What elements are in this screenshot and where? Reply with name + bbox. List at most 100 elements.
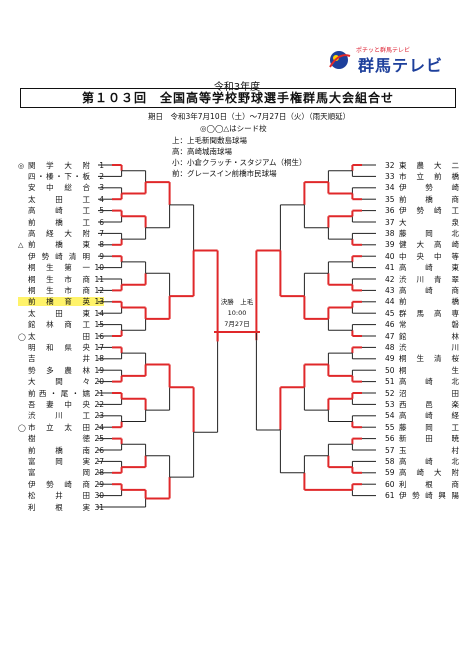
team-name: 高崎大附 <box>399 468 459 478</box>
team-number: 51 <box>385 377 395 387</box>
team-name: 高崎東 <box>399 263 459 273</box>
team-name: 利根実 <box>28 502 90 512</box>
team-number: 37 <box>385 217 395 227</box>
team-name: 前橋東 <box>28 240 90 250</box>
team-name: 桐生第一 <box>28 263 90 273</box>
team-entry: 39 健大高崎 <box>385 240 459 249</box>
team-number: 33 <box>385 171 395 181</box>
team-number: 39 <box>385 240 395 250</box>
team-name: 四・榛・下・板 <box>28 171 90 181</box>
team-entry: 41 高崎東 <box>385 263 459 272</box>
venue-4: 前：グレースイン前橋市民球場 <box>172 169 277 178</box>
team-number: 59 <box>385 468 395 478</box>
team-name: 高崎商 <box>399 285 459 295</box>
team-number: 57 <box>385 445 395 455</box>
team-entry: 58 高崎北 <box>385 457 459 466</box>
team-name: 健大高崎 <box>399 240 459 250</box>
team-name: 吾妻中央 <box>28 399 90 409</box>
era-label: 令和3年度 <box>213 82 261 93</box>
team-name: 高崎北 <box>399 456 459 466</box>
venue-1: 上：上毛新聞敷島球場 <box>172 136 247 145</box>
seed-note: ◎◯◯△はシード校 <box>200 124 267 133</box>
logo-tagline: ポチッと群馬テレビ <box>356 47 411 54</box>
team-entry: 61 伊勢崎興陽 <box>385 491 459 500</box>
venue-3: 小：小倉クラッチ・スタジアム（桐生） <box>172 158 307 167</box>
team-number: 60 <box>385 479 395 489</box>
team-name: 中央中等 <box>399 251 459 261</box>
team-name: 渋川 <box>399 342 459 352</box>
team-number: 43 <box>385 285 395 295</box>
team-name: 高経大附 <box>28 228 90 238</box>
team-name: 富岡実 <box>28 456 90 466</box>
team-name: 渋川青翠 <box>399 274 459 284</box>
team-number: 50 <box>385 365 395 375</box>
team-name: 前橋工 <box>28 217 90 227</box>
team-name: 市立前橋 <box>399 171 459 181</box>
team-number: 53 <box>385 399 395 409</box>
team-name: 東農大二 <box>399 160 459 170</box>
team-name: 桐生市商 <box>28 285 90 295</box>
final-date: 7月27日 <box>224 320 250 328</box>
team-name: 前橋 <box>399 297 459 307</box>
team-name: 藤岡工 <box>399 422 459 432</box>
team-entry: 32 東農大二 <box>385 161 459 170</box>
tournament-period: 期日 令和3年7月10日（土）～7月27日（火）（雨天順延） <box>148 112 351 121</box>
team-entry: 38 藤岡北 <box>385 229 459 238</box>
team-number: 58 <box>385 456 395 466</box>
final-label: 決勝 上毛 <box>220 298 254 306</box>
team-number: 32 <box>385 160 395 170</box>
team-name: 高崎工 <box>28 206 90 216</box>
team-name: 前橋育英 <box>28 297 90 307</box>
team-name: 太田 <box>28 331 90 341</box>
team-name: 藤岡北 <box>399 228 459 238</box>
team-name: 伊勢崎清明 <box>28 251 90 261</box>
logo-name: 群馬テレビ <box>358 56 444 75</box>
team-name: 樹徳 <box>28 434 90 444</box>
team-name: 太田東 <box>28 308 90 318</box>
team-name: 沼田 <box>399 388 459 398</box>
team-name: 前橋南 <box>28 445 90 455</box>
team-name: 前西・尾・嬬 <box>28 388 90 398</box>
team-number: 45 <box>385 308 395 318</box>
final-time: 10:00 <box>227 309 247 317</box>
team-name: 太田工 <box>28 194 90 204</box>
team-name: 松井田 <box>28 491 90 501</box>
team-name: 渋川工 <box>28 411 90 421</box>
team-number: 44 <box>385 297 395 307</box>
team-name: 伊勢崎 <box>399 183 459 193</box>
team-number: 61 <box>385 491 395 501</box>
team-entry: 44 前橋 <box>385 297 459 306</box>
team-entry: 42 渋川青翠 <box>385 275 459 284</box>
team-number: 34 <box>385 183 395 193</box>
team-number: 38 <box>385 228 395 238</box>
team-name: 伊勢崎興陽 <box>399 491 459 501</box>
final-match-box: 決勝 上毛 10:00 7月27日 <box>210 297 264 330</box>
team-entry: 34 伊勢崎 <box>385 183 459 192</box>
team-name: 大泉 <box>399 217 459 227</box>
team-name: 勢多農林 <box>28 365 90 375</box>
team-name: 桐生 <box>399 365 459 375</box>
team-name: 常磐 <box>399 320 459 330</box>
team-name: 市立太田 <box>28 422 90 432</box>
team-number: 41 <box>385 263 395 273</box>
team-name: 前橋商 <box>399 194 459 204</box>
team-name: 伊勢崎工 <box>399 206 459 216</box>
team-number: 42 <box>385 274 395 284</box>
team-name: 富岡 <box>28 468 90 478</box>
team-number: 52 <box>385 388 395 398</box>
broadcaster-logo: ポチッと群馬テレビ 群馬テレビ <box>320 44 452 75</box>
seed-mark: ◎ <box>18 161 25 170</box>
